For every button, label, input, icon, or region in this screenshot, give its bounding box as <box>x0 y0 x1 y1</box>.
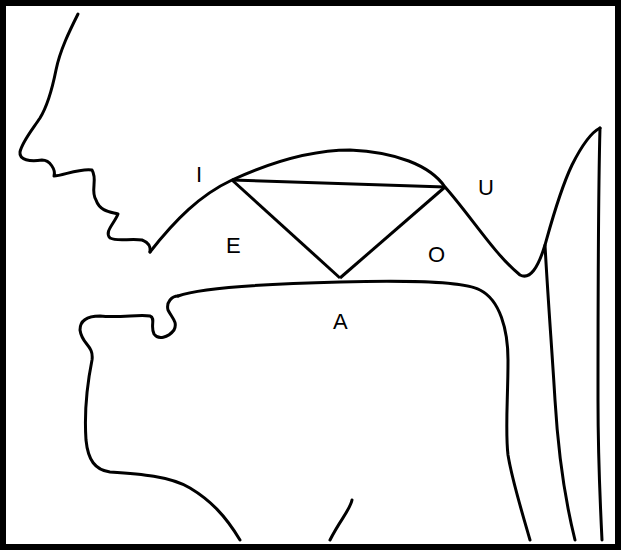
vowel-label: U <box>476 176 496 200</box>
vowel-label: O <box>426 243 447 267</box>
palate <box>150 128 600 276</box>
jaw <box>80 296 240 540</box>
vowel-label: A <box>331 310 350 334</box>
neck <box>330 500 352 540</box>
epiglottis <box>545 245 575 540</box>
tongue <box>178 281 530 540</box>
frame <box>3 3 618 547</box>
vowel-triangle <box>232 180 445 278</box>
vowel-label: I <box>194 163 204 187</box>
pharynx-wall <box>598 128 602 540</box>
face-profile <box>20 14 150 252</box>
vowel-label: E <box>224 234 243 258</box>
